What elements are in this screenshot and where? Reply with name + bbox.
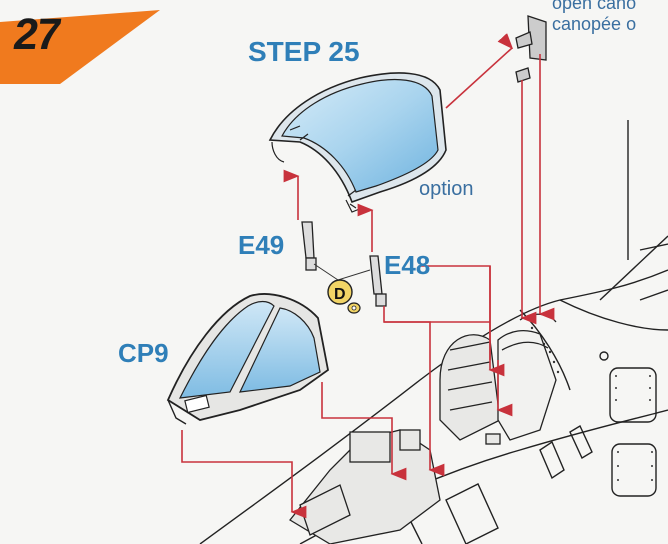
step-badge [0,10,160,84]
part-label-e49: E49 [238,230,285,260]
rod-e48 [369,255,387,307]
part-label-e48: E48 [384,250,431,280]
decal-marker: D [327,279,361,314]
step-number: 27 [10,10,63,59]
option-label: option [419,178,474,200]
rivet-lines [530,326,653,481]
note-open-canopy-fr: canopée o [552,14,637,34]
open-canopy-strut [515,15,547,83]
cockpit-interior [289,313,557,544]
rod-e49 [301,221,317,271]
note-open-canopy-en: open cano [552,0,637,13]
fuselage [199,120,668,544]
canopy-frame-cp9 [166,293,329,425]
assembly-arrows [181,33,555,519]
step-title: STEP 25 [248,36,360,67]
decal-marker-letter: D [334,286,346,303]
option-bracket-lines [313,263,371,281]
part-label-cp9: CP9 [118,338,169,368]
canopy-option [268,72,447,213]
